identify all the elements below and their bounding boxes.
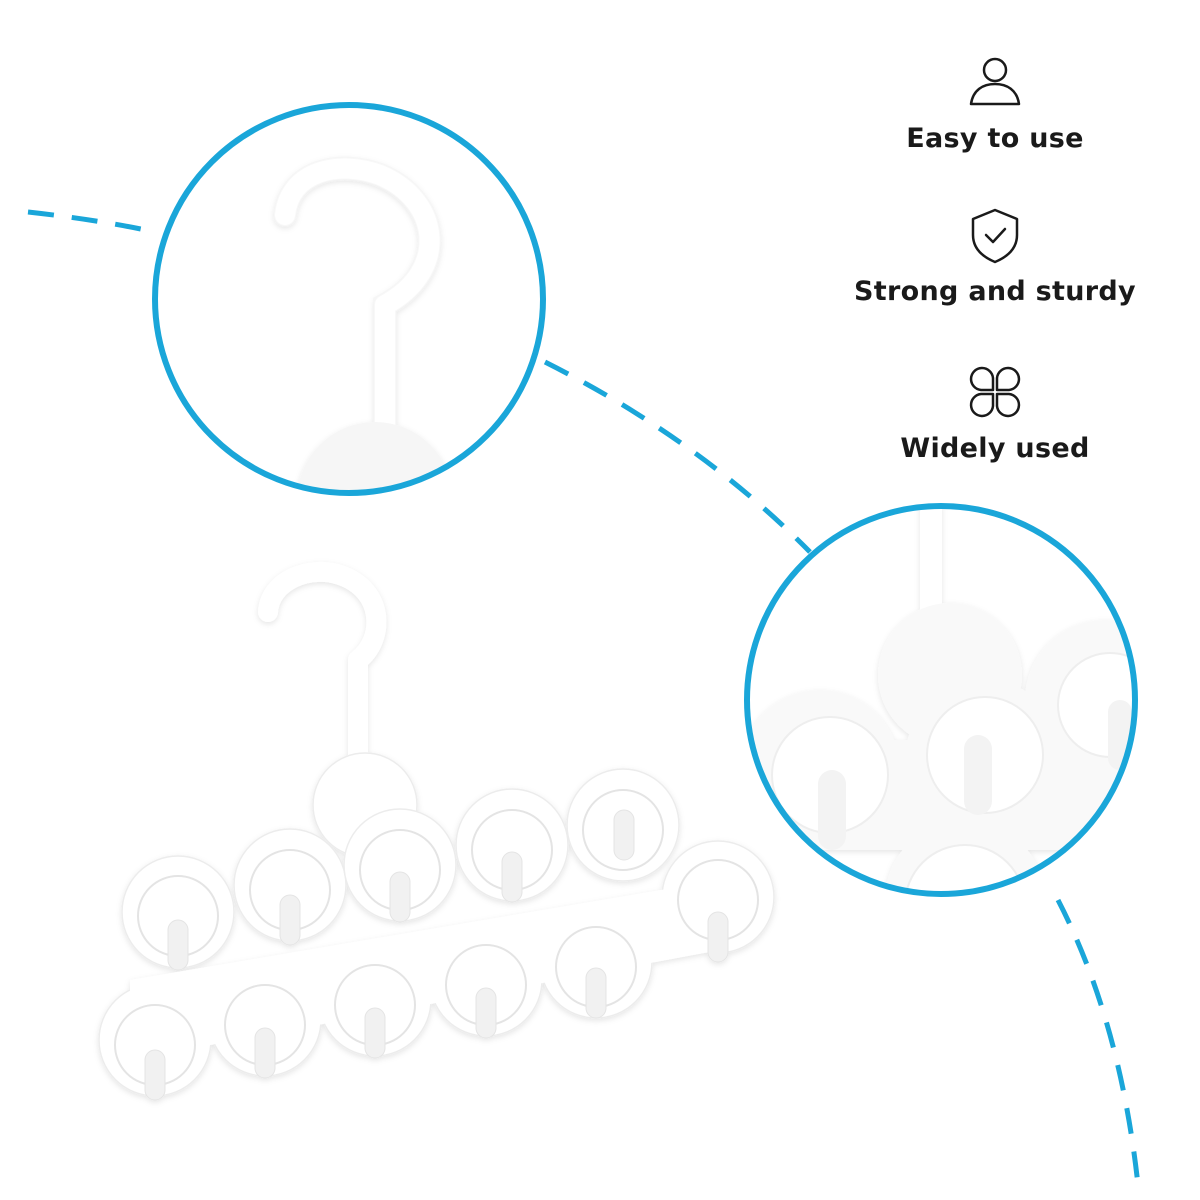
feature-label: Widely used [900,433,1090,464]
user-icon [815,52,1175,117]
feature-easy-to-use: Easy to use [815,52,1175,154]
dashed-line-left [27,209,156,235]
dashed-line-middle [543,359,812,554]
feature-label: Strong and sturdy [854,276,1136,307]
feature-widely-used: Widely used [815,362,1175,464]
shield-check-icon [815,205,1175,270]
loops-detail-zoom [744,503,1138,897]
feature-label: Easy to use [906,123,1084,154]
dashed-line-bottom [1055,898,1141,1186]
scarf-hanger [98,561,775,1101]
clover-grid-icon [815,362,1175,427]
dashed-connector-lines [27,209,1141,1186]
hanger-hook [258,561,387,770]
feature-strong-and-sturdy: Strong and sturdy [815,205,1175,307]
hook-detail-zoom [152,102,546,496]
